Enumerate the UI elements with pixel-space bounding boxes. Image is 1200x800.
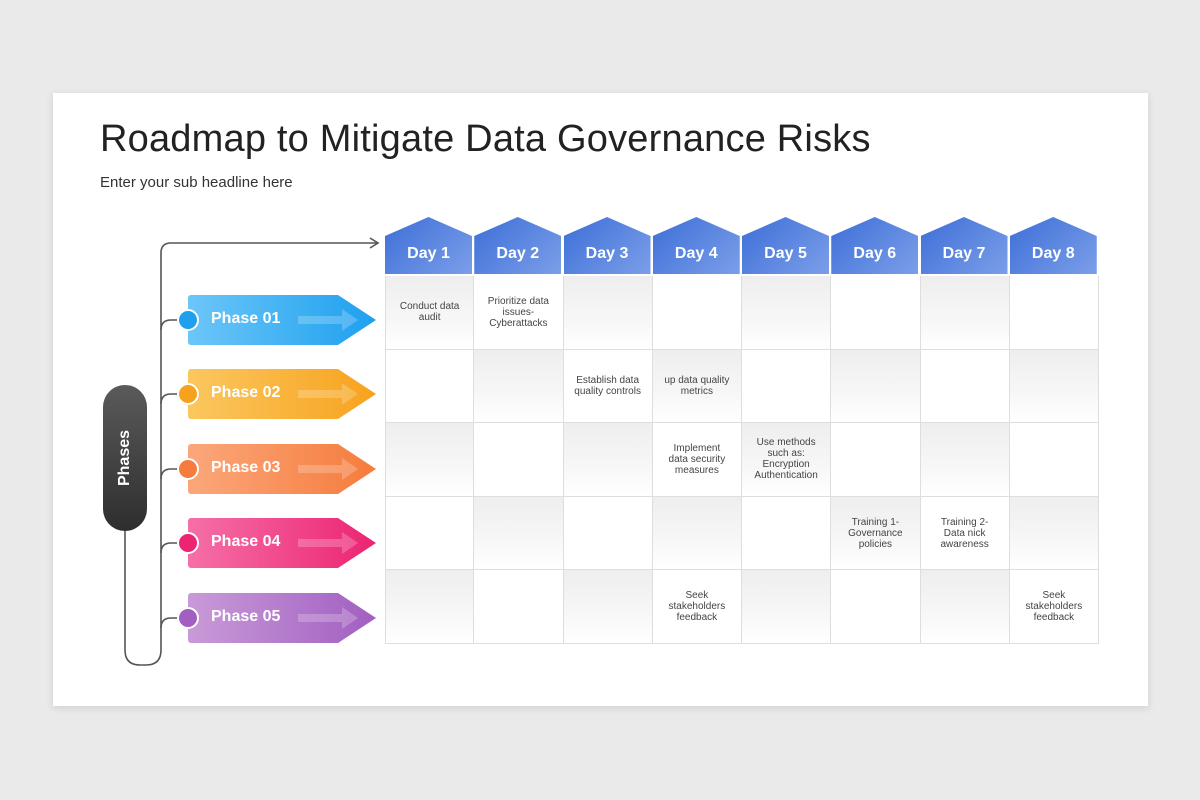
day-header-2: Day 2: [474, 217, 562, 274]
day-header-8: Day 8: [1009, 217, 1097, 274]
day-label: Day 4: [674, 245, 718, 262]
phases-pill: Phases: [103, 385, 147, 531]
day-label: Day 7: [942, 245, 986, 262]
grid-cell-phase5-day3: [563, 570, 653, 644]
phases-label: Phases: [116, 429, 134, 487]
grid-cell-phase4-day7: Training 2-Data nick awareness: [920, 496, 1010, 571]
arrow-right-icon: [298, 458, 358, 480]
phase-arrow-3: Phase 03: [177, 444, 376, 494]
day-header-6: Day 6: [831, 217, 919, 274]
grid-cell-phase3-day8: [1009, 423, 1099, 497]
grid-cell-phase5-day2: [474, 570, 564, 644]
phase-arrow-shape: [188, 518, 376, 568]
phase-dot-icon: [177, 383, 199, 405]
day-header-7: Day 7: [920, 217, 1008, 274]
grid-cell-phase1-day3: [563, 276, 653, 350]
grid-cell-phase5-day5: [742, 570, 832, 644]
grid-cell-phase1-day4: [652, 276, 742, 350]
grid-cell-phase1-day7: [920, 276, 1010, 350]
grid-cell-phase1-day5: [742, 276, 832, 350]
grid-cell-phase5-day7: [920, 570, 1010, 644]
phase-label: Phase 05: [211, 608, 281, 625]
page-title: Roadmap to Mitigate Data Governance Risk…: [100, 118, 871, 160]
phase-arrow-shape: [188, 295, 376, 345]
grid-cell-phase3-day3: [563, 423, 653, 497]
day-label: Day 5: [764, 245, 807, 262]
day-label: Day 8: [1031, 245, 1075, 262]
phase-arrow-1: Phase 01: [177, 295, 376, 345]
day-header-5: Day 5: [742, 217, 829, 274]
grid-cell-phase4-day4: [652, 496, 742, 571]
day-label: Day 2: [496, 245, 540, 262]
grid-cell-phase5-day1: [385, 570, 475, 644]
phase-arrow-4: Phase 04: [177, 518, 376, 568]
grid-cell-phase4-day8: [1009, 496, 1099, 571]
grid-cell-phase1-day1: Conduct data audit: [385, 276, 475, 350]
phase-arrow-5: Phase 05: [177, 593, 376, 643]
day-header-3: Day 3: [563, 217, 651, 274]
sub-headline: Enter your sub headline here: [100, 174, 293, 191]
phase-arrow-2: Phase 02: [177, 369, 376, 419]
grid-cell-phase3-day1: [385, 423, 475, 497]
phase-label: Phase 02: [211, 384, 281, 401]
grid-cell-phase4-day2: [474, 496, 564, 571]
grid-cell-phase2-day1: [385, 349, 475, 424]
phase-dot-icon: [177, 607, 199, 629]
arrow-right-icon: [298, 607, 358, 629]
grid-cell-phase3-day2: [474, 423, 564, 497]
grid-cell-phase2-day6: [831, 349, 921, 424]
grid-cell-phase2-day2: [474, 349, 564, 424]
day-label: Day 1: [407, 245, 450, 262]
phase-arrow-shape: [188, 593, 376, 643]
day-header-4: Day 4: [652, 217, 740, 274]
grid-cell-phase5-day6: [831, 570, 921, 644]
grid-cell-phase3-day5: Use methods such as: Encryption Authenti…: [742, 423, 832, 497]
day-label: Day 6: [853, 245, 897, 262]
phase-dot-icon: [177, 532, 199, 554]
phase-dot-icon: [177, 309, 199, 331]
grid-cell-phase1-day6: [831, 276, 921, 350]
day-header-row: Day 1 Day 2 Day 3 Day 4 Day 5 Day 6 Day 7 Day 8: [385, 217, 1099, 274]
grid-cell-phase2-day4: up data quality metrics: [652, 349, 742, 424]
phase-label: Phase 04: [211, 533, 281, 550]
arrow-right-icon: [298, 383, 358, 405]
arrow-right-icon: [298, 532, 358, 554]
day-label: Day 3: [585, 245, 629, 262]
grid-cell-phase2-day5: [742, 349, 832, 424]
phase-label: Phase 03: [211, 459, 281, 476]
grid-cell-phase1-day8: [1009, 276, 1099, 350]
grid-cell-phase5-day4: Seek stakeholders feedback: [652, 570, 742, 644]
day-header-1: Day 1: [385, 217, 472, 274]
grid-cell-phase3-day7: [920, 423, 1010, 497]
grid-cell-phase2-day8: [1009, 349, 1099, 424]
grid-cell-phase5-day8: Seek stakeholders feedback: [1009, 570, 1099, 644]
grid-cell-phase4-day3: [563, 496, 653, 571]
grid-cell-phase4-day1: [385, 496, 475, 571]
grid-cell-phase3-day6: [831, 423, 921, 497]
grid-cell-phase4-day5: [742, 496, 832, 571]
phase-label: Phase 01: [211, 310, 281, 327]
phase-arrow-shape: [188, 369, 376, 419]
phase-dot-icon: [177, 458, 199, 480]
grid-cell-phase4-day6: Training 1- Governance policies: [831, 496, 921, 571]
grid-cell-phase2-day7: [920, 349, 1010, 424]
phase-arrow-shape: [188, 444, 376, 494]
grid-cell-phase1-day2: Prioritize data issues- Cyberattacks: [474, 276, 564, 350]
grid-cell-phase2-day3: Establish data quality controls: [563, 349, 653, 424]
arrow-right-icon: [298, 309, 358, 331]
grid-cell-phase3-day4: Implement data security measures: [652, 423, 742, 497]
